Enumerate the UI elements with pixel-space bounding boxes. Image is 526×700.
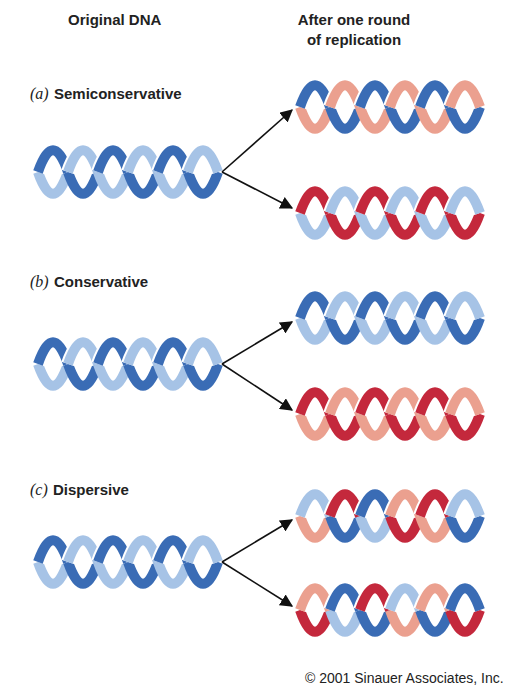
dna-helix: [300, 392, 480, 436]
strand-segment: [360, 414, 390, 436]
dna-helix: [300, 588, 480, 632]
strand-segment: [390, 213, 420, 235]
strand-segment: [360, 213, 390, 235]
strand-segment: [188, 540, 218, 562]
strand-segment: [450, 392, 480, 414]
strand-segment: [188, 562, 218, 584]
strand-segment: [330, 610, 360, 632]
strand-segment: [450, 414, 480, 436]
strand-segment: [128, 172, 158, 194]
column-header: Original DNA: [68, 10, 161, 30]
strand-segment: [300, 610, 330, 632]
strand-segment: [38, 172, 68, 194]
dna-helix: [38, 342, 218, 386]
strand-segment: [68, 172, 98, 194]
model-name: Dispersive: [53, 480, 129, 500]
replication-arrows: [222, 110, 292, 606]
strand-segment: [450, 213, 480, 235]
strand-segment: [330, 318, 360, 340]
strand-segment: [360, 107, 390, 129]
strand-segment: [450, 494, 480, 516]
dna-helix: [38, 540, 218, 584]
strand-segment: [450, 85, 480, 107]
strand-segment: [188, 342, 218, 364]
strand-segment: [420, 414, 450, 436]
panel-letter: (c): [30, 480, 48, 500]
copyright-notice: © 2001 Sinauer Associates, Inc.: [305, 668, 504, 688]
dna-helix: [300, 191, 480, 235]
strand-segment: [420, 213, 450, 235]
strand-segment: [450, 191, 480, 213]
strand-segment: [420, 610, 450, 632]
strand-segment: [330, 414, 360, 436]
strand-segment: [450, 588, 480, 610]
panel-letter: (a): [30, 84, 49, 104]
strand-segment: [420, 516, 450, 538]
strand-segment: [300, 213, 330, 235]
dna-helix: [300, 85, 480, 129]
strand-segment: [420, 107, 450, 129]
strand-segment: [188, 364, 218, 386]
column-header: After one round of replication: [290, 10, 418, 50]
arrow: [222, 172, 292, 208]
strand-segment: [300, 414, 330, 436]
model-name: Conservative: [54, 272, 148, 292]
strand-segment: [360, 516, 390, 538]
strand-segment: [330, 213, 360, 235]
strand-segment: [98, 364, 128, 386]
dna-helix: [38, 150, 218, 194]
strand-segment: [128, 364, 158, 386]
strand-segment: [158, 172, 188, 194]
strand-segment: [38, 562, 68, 584]
arrow: [222, 520, 292, 562]
panel-letter: (b): [30, 272, 49, 292]
strand-segment: [450, 318, 480, 340]
strand-segment: [188, 172, 218, 194]
arrow: [222, 364, 292, 410]
strand-segment: [360, 610, 390, 632]
strand-segment: [450, 516, 480, 538]
strand-segment: [390, 610, 420, 632]
strand-segment: [68, 562, 98, 584]
strand-segment: [390, 516, 420, 538]
arrow: [222, 110, 292, 172]
strand-segment: [450, 296, 480, 318]
dna-helix: [300, 494, 480, 538]
strand-segment: [390, 414, 420, 436]
strand-segment: [300, 107, 330, 129]
strand-segment: [330, 107, 360, 129]
strand-segment: [68, 364, 98, 386]
strand-segment: [330, 516, 360, 538]
strand-segment: [158, 364, 188, 386]
strand-segment: [420, 318, 450, 340]
strand-segment: [450, 107, 480, 129]
strand-segment: [300, 516, 330, 538]
strand-segment: [188, 150, 218, 172]
arrow: [222, 562, 292, 606]
strand-segment: [98, 562, 128, 584]
strand-segment: [38, 364, 68, 386]
strand-segment: [158, 562, 188, 584]
arrow: [222, 322, 292, 364]
strand-segment: [390, 107, 420, 129]
model-name: Semiconservative: [54, 84, 182, 104]
strand-segment: [450, 610, 480, 632]
strand-segment: [390, 318, 420, 340]
dna-helix: [300, 296, 480, 340]
strand-segment: [300, 318, 330, 340]
strand-segment: [98, 172, 128, 194]
strand-segment: [360, 318, 390, 340]
strand-segment: [128, 562, 158, 584]
